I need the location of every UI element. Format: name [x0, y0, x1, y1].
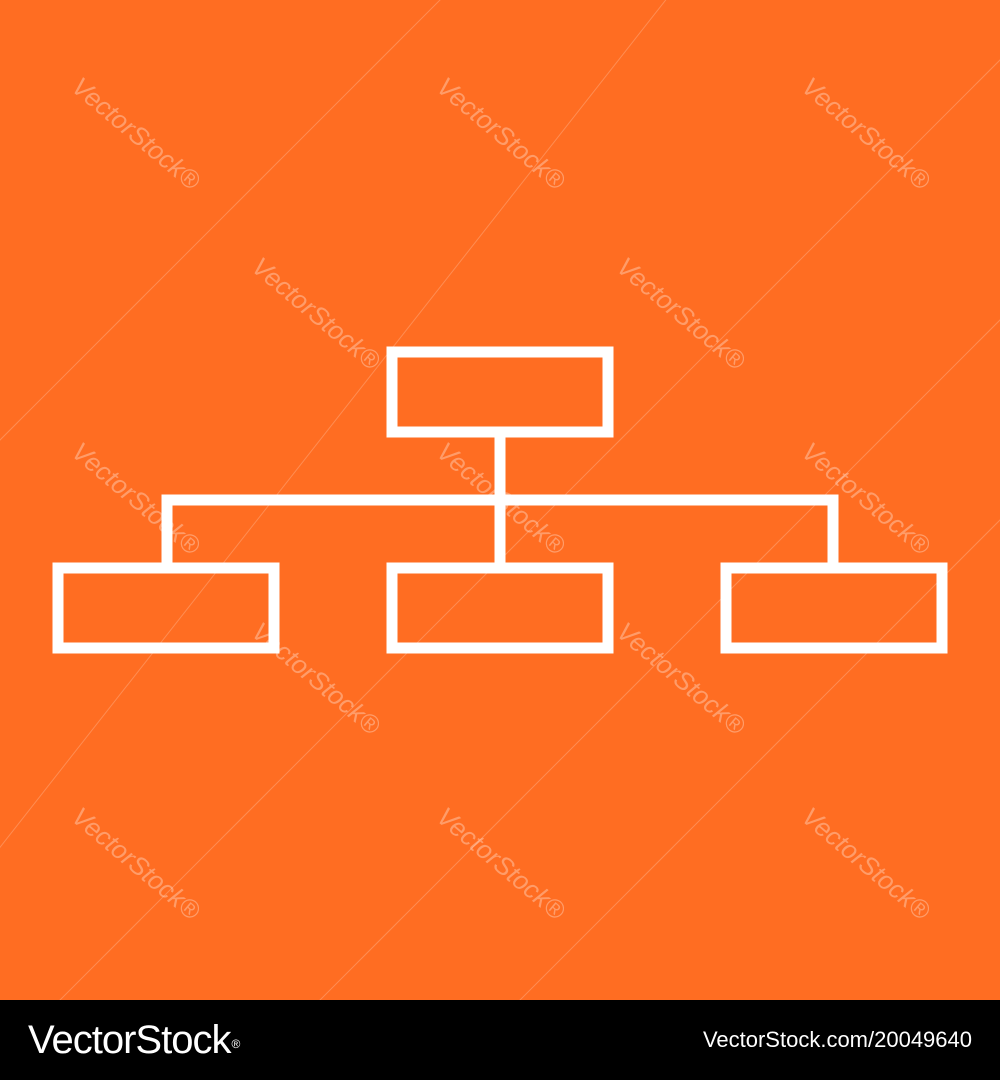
connector-lines: [161, 436, 839, 568]
footer-brand-logo: VectorStock®: [28, 1016, 240, 1064]
org-chart-illustration: VectorStock®VectorStock®VectorStock®Vect…: [0, 0, 1000, 1000]
footer-image-id: VectorStock.com/20049640: [702, 1027, 972, 1052]
footer-brand-text: VectorStock: [28, 1018, 231, 1062]
child-right-node-box: [720, 562, 948, 654]
child-middle-node-box: [386, 562, 614, 654]
org-chart-boxes: [52, 346, 948, 654]
hairline: [0, 0, 441, 441]
hairline: [59, 59, 1000, 1000]
root-node-box: [386, 346, 614, 438]
background-hairlines: [0, 0, 1000, 1000]
child-left-node-box: [52, 562, 280, 654]
connector-horizontal-bar: [161, 494, 839, 568]
hairline: [519, 519, 1000, 1000]
footer-bar: VectorStock® VectorStock.com/20049640: [0, 1000, 1000, 1080]
hairline: [0, 0, 667, 849]
image-canvas: VectorStock®VectorStock®VectorStock®Vect…: [0, 0, 1000, 1000]
footer-trademark: ®: [231, 1037, 240, 1051]
hairline: [319, 319, 1000, 1000]
